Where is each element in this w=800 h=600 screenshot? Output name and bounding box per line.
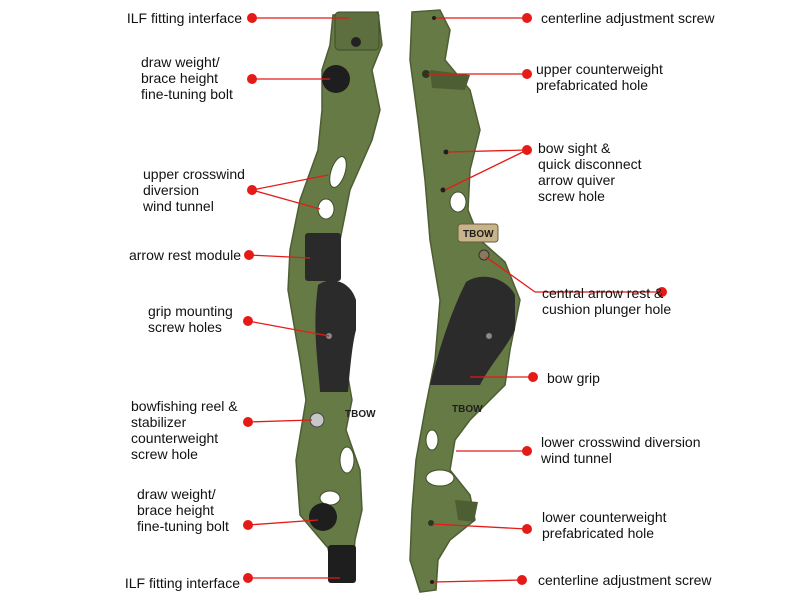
label-line: quick disconnect [538, 156, 642, 172]
label-grip-holes: grip mounting screw holes [148, 303, 233, 335]
label-line: grip mounting [148, 303, 233, 319]
label-line: wind tunnel [143, 198, 214, 214]
label-arrow-rest: arrow rest module [129, 247, 241, 263]
right-grip [430, 276, 515, 385]
label-line: ILF fitting interface [126, 10, 242, 26]
label-centerline-bottom: centerline adjustment screw [538, 572, 712, 588]
label-line: draw weight/ [137, 486, 216, 502]
label-lower-cw: lower counterweight prefabricated hole [542, 509, 667, 541]
label-ilf-top: ILF fitting interface [127, 10, 242, 26]
label-line: brace height [141, 70, 219, 86]
lower-brand-text: TBOW [452, 404, 483, 415]
label-line: screw hole [131, 446, 198, 462]
label-upper-cw: upper counterweight prefabricated hole [536, 61, 663, 93]
left-riser: TBOW [287, 11, 383, 584]
label-line: fine-tuning bolt [141, 86, 233, 102]
label-lower-tunnel: lower crosswind diversion wind tunnel [541, 434, 701, 466]
label-plunger: central arrow rest & cushion plunger hol… [542, 285, 671, 317]
label-line: diversion [143, 182, 200, 198]
label-line: upper crosswind [143, 166, 245, 182]
label-ilf-bottom: ILF fitting interface [125, 575, 240, 591]
label-centerline-top: centerline adjustment screw [541, 10, 715, 26]
stabilizer-screw-icon [309, 412, 325, 428]
arrow-rest-module-icon [305, 233, 341, 281]
label-line: bowfishing reel & [131, 398, 238, 414]
label-line: screw hole [538, 188, 605, 204]
label-line: screw holes [148, 319, 222, 335]
label-line: wind tunnel [541, 450, 612, 466]
label-line: prefabricated hole [536, 77, 649, 93]
label-line: centerline adjustment screw [541, 10, 715, 26]
label-line: lower crosswind diversion [541, 434, 701, 450]
label-bolt-top: draw weight/ brace height fine-tuning bo… [141, 54, 233, 102]
label-line: prefabricated hole [542, 525, 655, 541]
label-bowfishing: bowfishing reel & stabilizer counterweig… [131, 398, 238, 462]
right-riser: TBOW TBOW [409, 9, 521, 593]
label-line: arrow quiver [538, 172, 616, 188]
label-upper-tunnel: upper crosswind diversion wind tunnel [143, 166, 245, 214]
label-line: bow sight & [538, 140, 611, 156]
ilf-bottom-fitting-icon [328, 545, 356, 583]
label-line: fine-tuning bolt [137, 518, 229, 534]
leaders [243, 13, 667, 585]
label-line: arrow rest module [128, 247, 241, 263]
label-grip: bow grip [547, 370, 600, 386]
bottom-bolt-icon [309, 503, 337, 531]
label-line: draw weight/ [141, 54, 220, 70]
top-bolt-icon [322, 65, 350, 93]
badge-brand-text: TBOW [463, 229, 494, 240]
label-bolt-bottom: draw weight/ brace height fine-tuning bo… [137, 486, 229, 534]
label-line: bow grip [547, 370, 600, 386]
label-line: stabilizer [131, 414, 187, 430]
label-line: upper counterweight [536, 61, 663, 77]
left-grip [315, 280, 356, 392]
label-line: centerline adjustment screw [538, 572, 712, 588]
label-line: brace height [137, 502, 215, 518]
label-line: cushion plunger hole [542, 301, 672, 317]
label-line: central arrow rest & [542, 285, 664, 301]
label-sight: bow sight & quick disconnect arrow quive… [538, 140, 642, 204]
label-line: ILF fitting interface [124, 575, 240, 591]
label-line: lower counterweight [542, 509, 667, 525]
label-line: counterweight [131, 430, 219, 446]
ilf-top-screw-icon [351, 37, 361, 47]
left-brand-text: TBOW [345, 409, 376, 420]
